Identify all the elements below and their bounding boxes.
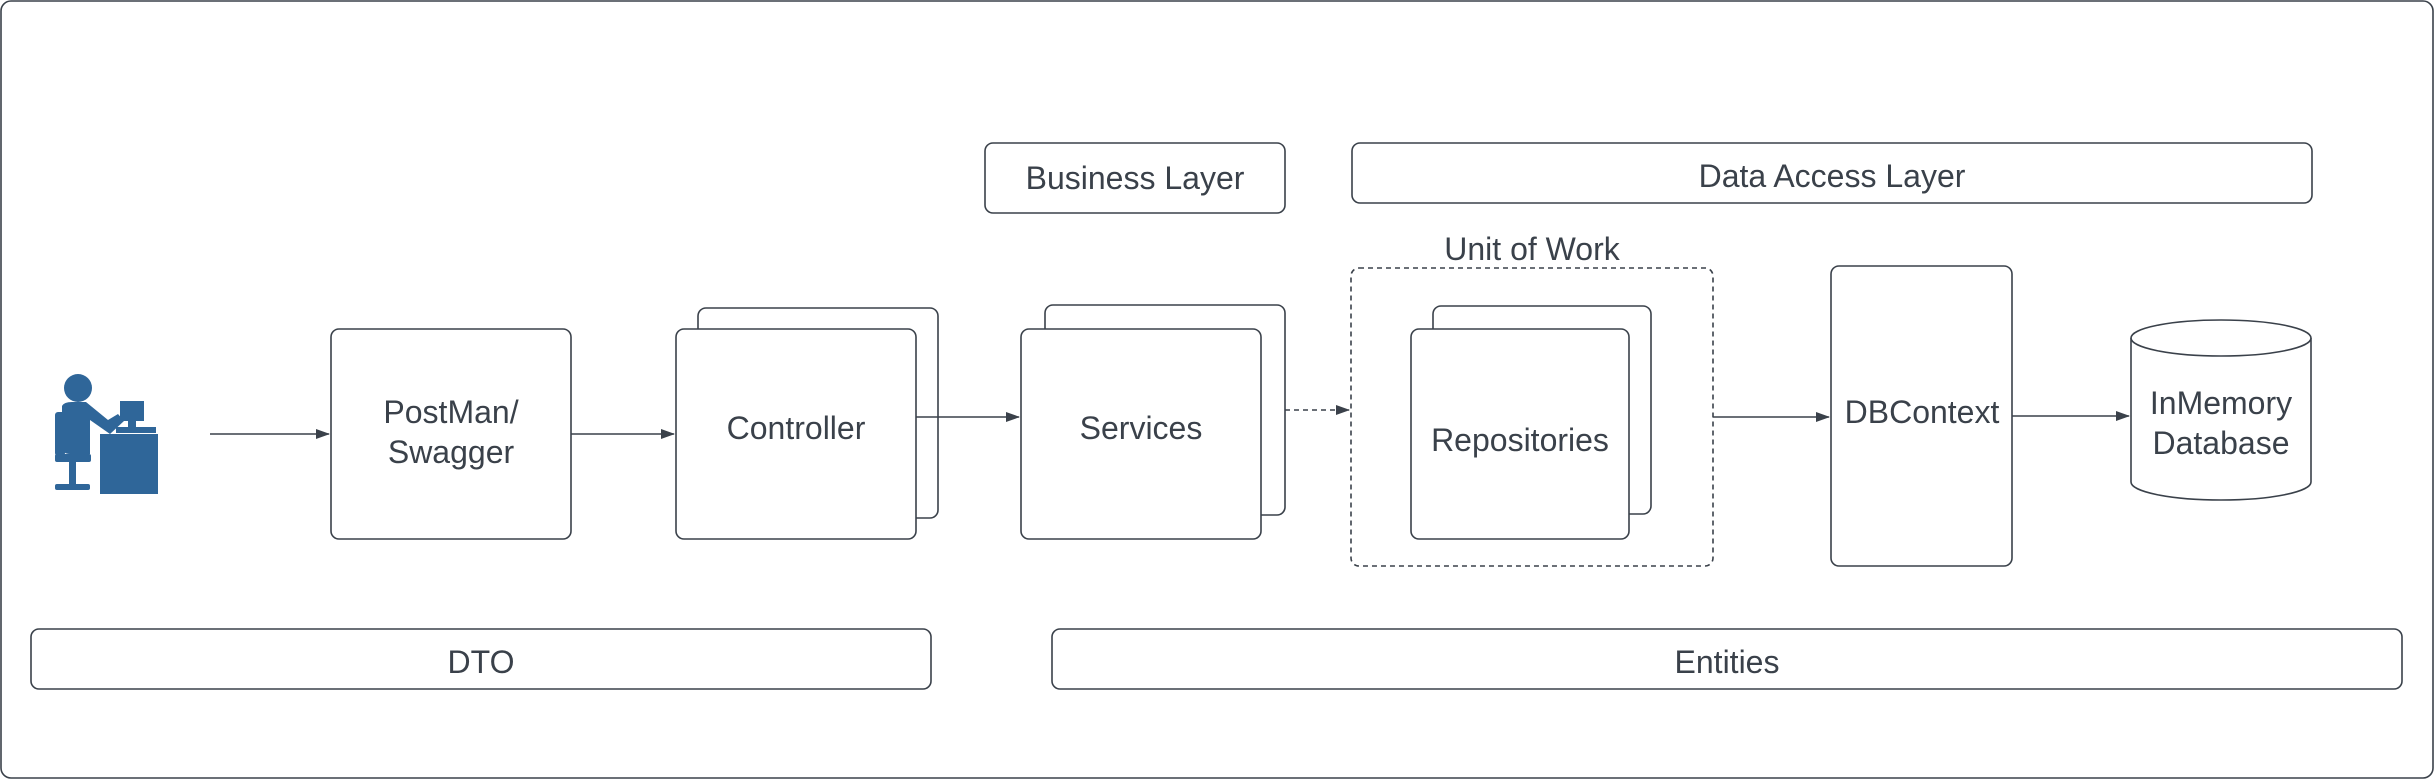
repositories-label: Repositories bbox=[1431, 422, 1609, 458]
dto-bar: DTO bbox=[30, 628, 932, 690]
controller-stack: Controller bbox=[675, 307, 939, 540]
services-stack: Services bbox=[1020, 304, 1286, 540]
database-label-line2: Database bbox=[2153, 425, 2290, 461]
postman-label-line1: PostMan/ bbox=[383, 394, 518, 430]
inmemory-database-cylinder: InMemory Database bbox=[2130, 319, 2312, 501]
postman-label-line2: Swagger bbox=[388, 434, 515, 470]
data-access-layer-box: Data Access Layer bbox=[1351, 142, 2313, 204]
entities-bar: Entities bbox=[1051, 628, 2403, 690]
dto-label: DTO bbox=[448, 644, 515, 680]
data-access-layer-label: Data Access Layer bbox=[1699, 158, 1966, 194]
controller-label: Controller bbox=[727, 410, 866, 446]
entities-label: Entities bbox=[1675, 644, 1780, 680]
services-front-card bbox=[1020, 328, 1262, 540]
repositories-front-card bbox=[1410, 328, 1630, 540]
dbcontext-box: DBContext bbox=[1830, 265, 2013, 567]
user-at-computer-icon bbox=[55, 374, 158, 494]
unit-of-work-label: Unit of Work bbox=[1444, 231, 1620, 267]
controller-front-card bbox=[675, 328, 917, 540]
business-layer-label: Business Layer bbox=[1026, 160, 1245, 196]
services-label: Services bbox=[1080, 410, 1203, 446]
database-label-line1: InMemory bbox=[2150, 385, 2292, 421]
repositories-stack: Repositories bbox=[1410, 305, 1652, 540]
business-layer-box: Business Layer bbox=[984, 142, 1286, 214]
postman-swagger-box: PostMan/ Swagger bbox=[330, 328, 572, 540]
dbcontext-label: DBContext bbox=[1845, 394, 2000, 430]
